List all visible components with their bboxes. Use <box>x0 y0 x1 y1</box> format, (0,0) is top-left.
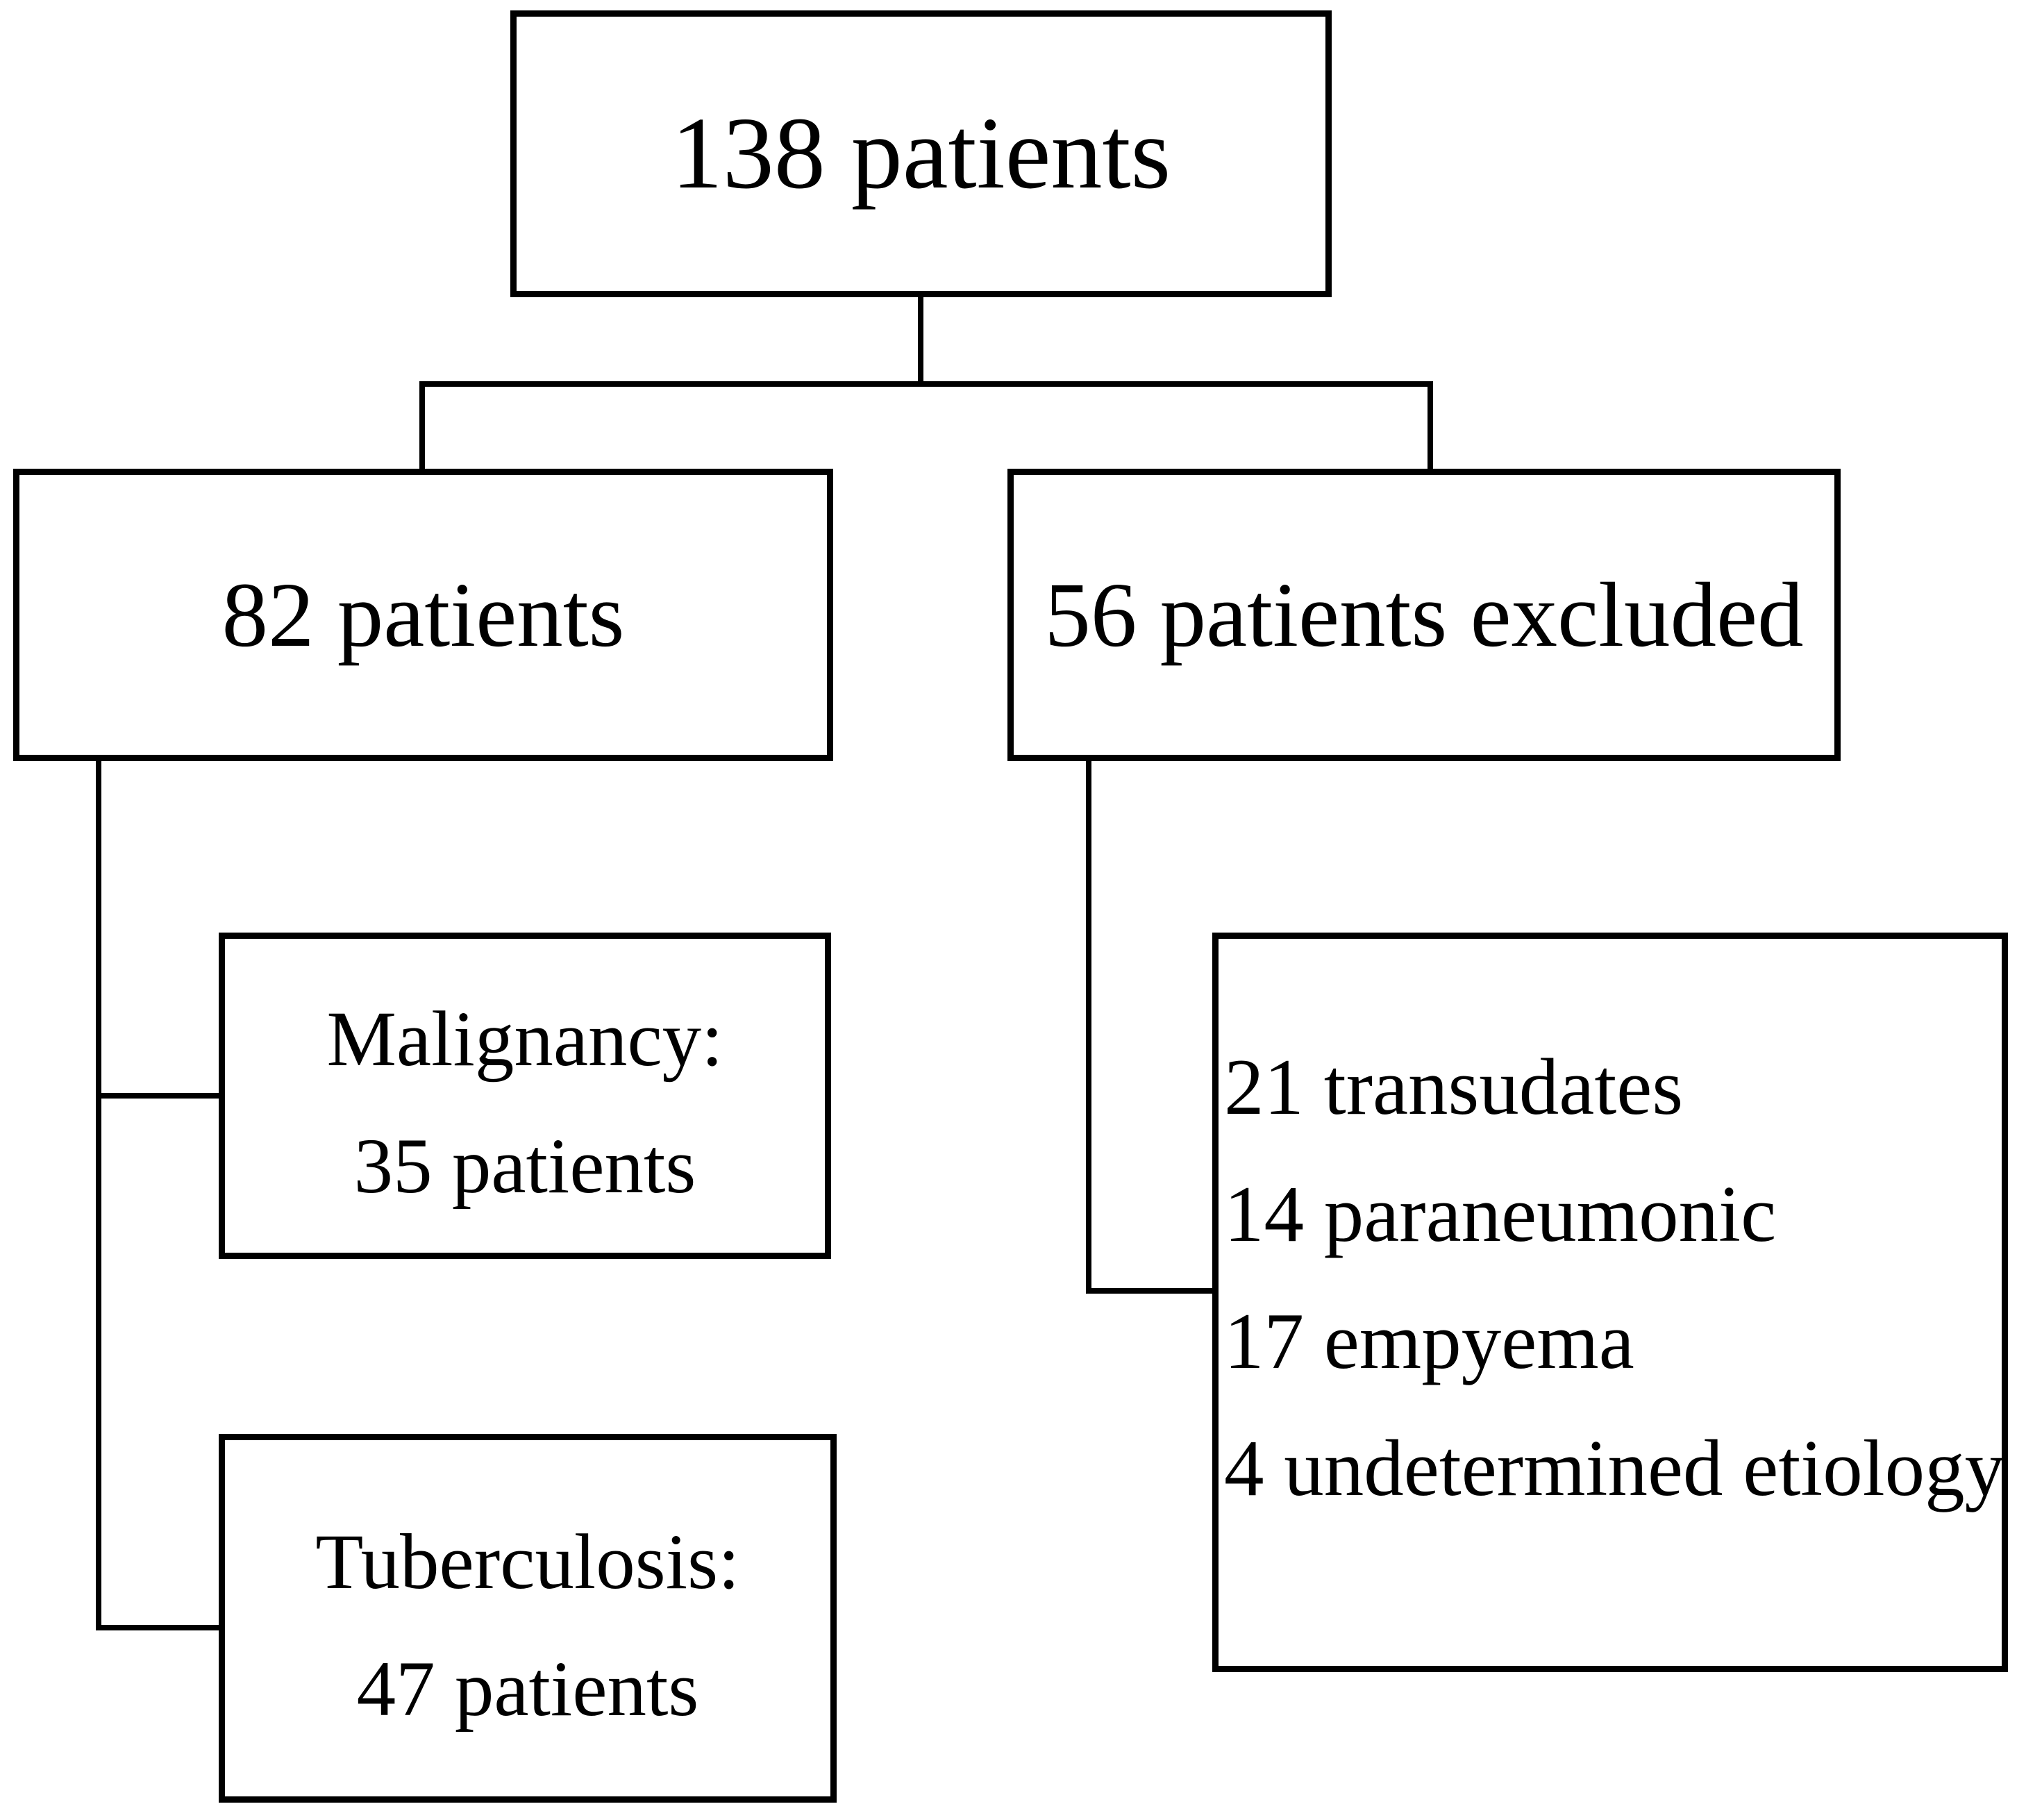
connector-excluded-trunk <box>1086 758 1091 1294</box>
excluded-patients-label: 56 patients excluded <box>1044 563 1804 667</box>
connector-root-stem <box>918 294 923 387</box>
tuberculosis-box: Tuberculosis: 47 patients <box>219 1434 837 1803</box>
connector-included-trunk <box>96 758 101 1630</box>
tuberculosis-title: Tuberculosis: <box>315 1518 740 1605</box>
included-patients-label: 82 patients <box>221 563 625 667</box>
malignancy-count: 35 patients <box>353 1123 696 1210</box>
connector-right-drop <box>1428 381 1433 474</box>
malignancy-title: Malignancy: <box>326 996 723 1083</box>
exclusion-breakdown-box: 21 transudates 14 paraneumonic 17 empyem… <box>1212 933 2008 1672</box>
malignancy-box: Malignancy: 35 patients <box>219 933 831 1259</box>
total-patients-box: 138 patients <box>510 10 1332 297</box>
tuberculosis-count: 47 patients <box>356 1645 699 1733</box>
exclusion-item-transudates: 21 transudates <box>1224 1043 1684 1131</box>
excluded-patients-box: 56 patients excluded <box>1007 469 1841 761</box>
included-patients-box: 82 patients <box>13 469 833 761</box>
connector-tuberculosis-branch <box>96 1625 225 1630</box>
connector-malignancy-branch <box>96 1093 225 1099</box>
exclusion-item-undetermined: 4 undetermined etiology <box>1224 1424 2005 1512</box>
exclusion-item-paraneumonic: 14 paraneumonic <box>1224 1170 1777 1258</box>
exclusion-item-empyema: 17 empyema <box>1224 1297 1634 1385</box>
connector-exclusion-branch <box>1086 1288 1219 1294</box>
connector-left-drop <box>419 381 425 474</box>
total-patients-label: 138 patients <box>671 97 1171 211</box>
connector-branch-bar <box>419 381 1433 387</box>
